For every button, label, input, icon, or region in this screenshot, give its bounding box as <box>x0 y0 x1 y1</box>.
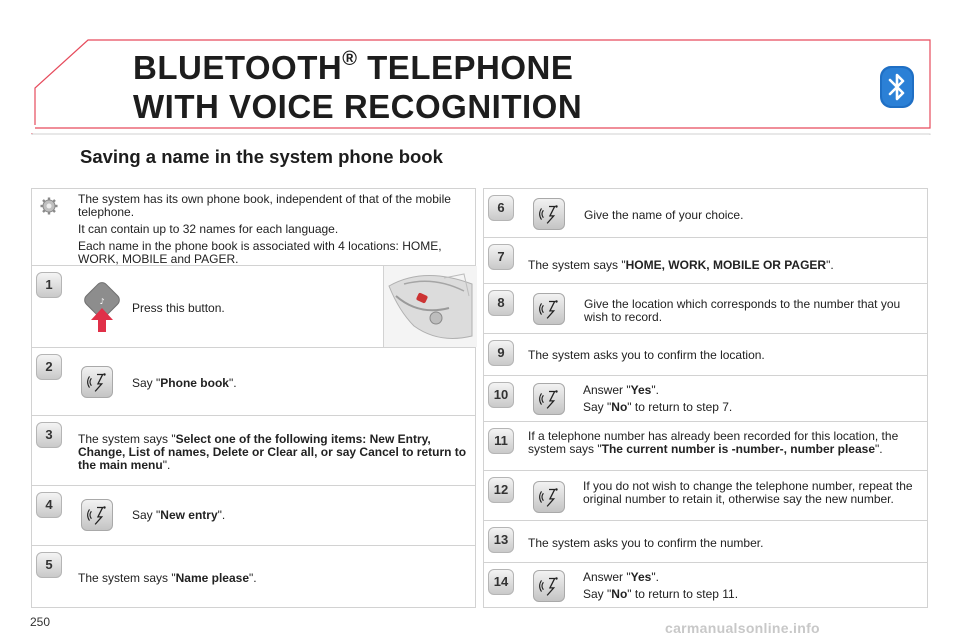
intro-p2: It can contain up to 32 names for each l… <box>78 222 339 236</box>
step-badge: 7 <box>488 244 514 270</box>
voice-command-icon <box>533 198 565 230</box>
step-badge: 8 <box>488 290 514 316</box>
step-14-row: 14 Answer "Yes". Say "No" to return to s… <box>484 563 927 608</box>
step-8-row: 8 Give the location which corresponds to… <box>484 284 927 334</box>
left-column: The system has its own phone book, indep… <box>31 188 477 608</box>
step-badge: 2 <box>36 354 62 380</box>
voice-command-icon <box>81 499 113 531</box>
right-column: 6 Give the name of your choice. 7 The sy… <box>483 188 928 608</box>
steering-button-icon: ♪ <box>84 282 120 332</box>
step-6-text: Give the name of your choice. <box>584 208 744 222</box>
intro-p3: Each name in the phone book is associate… <box>78 239 442 266</box>
step-11-row: 11 If a telephone number has already bee… <box>484 422 927 471</box>
voice-command-icon <box>533 383 565 415</box>
page-number: 250 <box>30 615 51 629</box>
step-5-row: 5 The system says "Name please". <box>32 546 475 608</box>
header-frame <box>31 39 931 135</box>
step-badge: 3 <box>36 422 62 448</box>
step-badge: 10 <box>488 382 514 408</box>
step-badge: 4 <box>36 492 62 518</box>
intro-row: The system has its own phone book, indep… <box>32 189 475 266</box>
step-badge: 14 <box>488 569 514 595</box>
step-10-row: 10 Answer "Yes". Say "No" to return to s… <box>484 376 927 422</box>
step-10-text: Answer "Yes". Say "No" to return to step… <box>583 384 732 418</box>
step-10-say: Say "No" to return to step 7. <box>583 400 733 414</box>
step-8-text: Give the location which corresponds to t… <box>584 297 901 324</box>
svg-text:♪: ♪ <box>99 297 104 306</box>
voice-command-icon <box>533 570 565 602</box>
intro-text: The system has its own phone book, indep… <box>78 193 468 270</box>
voice-command-icon <box>81 366 113 398</box>
step-11-text: If a telephone number has already been r… <box>528 429 899 456</box>
step-2-text: Say "Phone book". <box>132 376 237 390</box>
step-1-text: Press this button. <box>132 301 225 315</box>
info-gear-icon <box>40 197 58 215</box>
step-badge: 1 <box>36 272 62 298</box>
step-badge: 11 <box>488 428 514 454</box>
step-7-row: 7 The system says "HOME, WORK, MOBILE OR… <box>484 238 927 284</box>
step-6-row: 6 Give the name of your choice. <box>484 189 927 238</box>
intro-p1: The system has its own phone book, indep… <box>78 192 451 219</box>
step-badge: 5 <box>36 552 62 578</box>
section-title: Saving a name in the system phone book <box>80 146 443 167</box>
step-14-text: Answer "Yes". Say "No" to return to step… <box>583 571 738 605</box>
step-14-answer: Answer "Yes". <box>583 570 659 584</box>
step-3-row: 3 The system says "Select one of the fol… <box>32 416 475 486</box>
step-10-answer: Answer "Yes". <box>583 383 659 397</box>
step-9-text: The system asks you to confirm the locat… <box>528 348 765 362</box>
page-title-line2: WITH VOICE RECOGNITION <box>133 88 583 125</box>
step-4-text: Say "New entry". <box>132 508 226 522</box>
step-14-say: Say "No" to return to step 11. <box>583 587 739 601</box>
step-13-row: 13 The system asks you to confirm the nu… <box>484 521 927 563</box>
watermark: carmanualsonline.info <box>665 620 820 636</box>
steering-wheel-photo <box>383 266 477 347</box>
step-1-row: 1 ♪ Press this button. <box>32 266 477 348</box>
step-9-row: 9 The system asks you to confirm the loc… <box>484 334 927 376</box>
page-title-line1: BLUETOOTH® TELEPHONE <box>133 48 574 86</box>
step-badge: 6 <box>488 195 514 221</box>
registered-mark: ® <box>342 48 358 70</box>
bluetooth-icon <box>880 66 914 108</box>
step-12-text: If you do not wish to change the telepho… <box>583 479 913 506</box>
step-3-text: The system says "Select one of the follo… <box>78 432 467 472</box>
voice-command-icon <box>533 293 565 325</box>
step-badge: 12 <box>488 477 514 503</box>
step-5-text: The system says "Name please". <box>78 571 257 585</box>
step-13-text: The system asks you to confirm the numbe… <box>528 536 764 550</box>
voice-command-icon <box>533 481 565 513</box>
step-4-row: 4 Say "New entry". <box>32 486 475 546</box>
step-badge: 9 <box>488 340 514 366</box>
step-7-text: The system says "HOME, WORK, MOBILE OR P… <box>528 258 834 272</box>
step-2-row: 2 Say "Phone book". <box>32 348 475 416</box>
step-12-row: 12 If you do not wish to change the tele… <box>484 471 927 521</box>
step-badge: 13 <box>488 527 514 553</box>
